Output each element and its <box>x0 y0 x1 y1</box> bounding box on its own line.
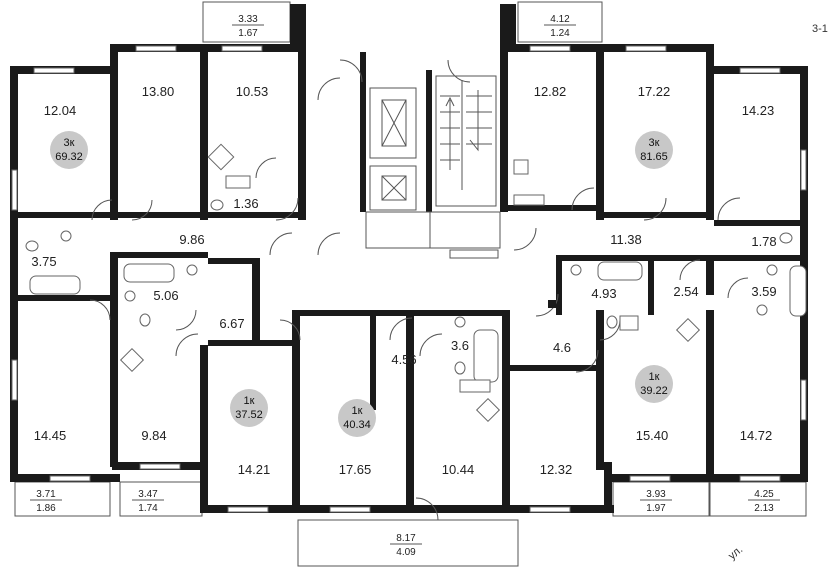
svg-text:3к: 3к <box>64 137 75 149</box>
svg-text:69.32: 69.32 <box>55 151 83 163</box>
apartment-badge: 3к 81.65 <box>635 131 673 169</box>
svg-text:4.09: 4.09 <box>396 547 416 558</box>
door-swing-icon <box>89 59 749 521</box>
room-area: 4.6 <box>553 340 571 355</box>
sink-icon <box>60 159 778 393</box>
svg-text:4.12: 4.12 <box>550 14 570 25</box>
toilet-icon <box>25 199 793 375</box>
stair-icon <box>435 75 497 207</box>
room-area: 5.06 <box>153 288 178 303</box>
bathtub-icon <box>29 261 807 383</box>
svg-text:2.13: 2.13 <box>754 503 774 514</box>
apartment-badge: 1к 40.34 <box>338 399 376 437</box>
interior-walls <box>18 52 800 510</box>
room-area: 12.04 <box>44 103 77 118</box>
room-area: 3.6 <box>451 338 469 353</box>
svg-text:39.22: 39.22 <box>640 385 668 397</box>
room-area: 12.32 <box>540 462 573 477</box>
svg-text:1к: 1к <box>649 371 660 383</box>
room-area: 1.78 <box>751 234 776 249</box>
svg-text:3.71: 3.71 <box>36 489 56 500</box>
svg-text:8.17: 8.17 <box>396 533 416 544</box>
room-area: 17.65 <box>339 462 372 477</box>
balcony-labels: 3.33 1.67 4.12 1.24 3.71 1.86 3.47 1.74 … <box>30 14 780 558</box>
edge-note: 3-1 <box>812 23 828 35</box>
svg-text:40.34: 40.34 <box>343 419 371 431</box>
ventilation-icon <box>119 143 701 423</box>
room-area: 17.22 <box>638 84 671 99</box>
svg-text:3.47: 3.47 <box>138 489 158 500</box>
room-area: 15.40 <box>636 428 669 443</box>
room-labels: 12.04 13.80 10.53 1.36 9.86 3.75 5.06 6.… <box>31 84 776 477</box>
room-area: 10.53 <box>236 84 269 99</box>
svg-text:1к: 1к <box>352 405 363 417</box>
window-icon <box>11 45 807 513</box>
room-area: 4.56 <box>391 352 416 367</box>
room-area: 14.21 <box>238 462 271 477</box>
svg-text:1.86: 1.86 <box>36 503 56 514</box>
svg-text:81.65: 81.65 <box>640 151 668 163</box>
apartment-badge: 3к 69.32 <box>50 131 88 169</box>
svg-text:3.33: 3.33 <box>238 14 258 25</box>
room-area: 10.44 <box>442 462 475 477</box>
room-area: 3.59 <box>751 284 776 299</box>
room-area: 11.38 <box>610 232 642 247</box>
room-area: 14.45 <box>34 428 67 443</box>
svg-text:4.25: 4.25 <box>754 489 774 500</box>
svg-text:1.67: 1.67 <box>238 28 258 39</box>
room-area: 9.86 <box>179 232 204 247</box>
svg-text:3к: 3к <box>649 137 660 149</box>
edge-note: ул. <box>726 544 745 563</box>
building-core <box>365 75 501 259</box>
svg-text:1.74: 1.74 <box>138 503 158 514</box>
svg-text:37.52: 37.52 <box>235 409 263 421</box>
room-area: 3.75 <box>31 254 56 269</box>
room-area: 4.93 <box>591 286 616 301</box>
apartment-badges: 3к 69.32 3к 81.65 1к 37.52 1к 40.34 1к 3… <box>50 131 673 437</box>
room-area: 14.72 <box>740 428 773 443</box>
svg-text:3.93: 3.93 <box>646 489 666 500</box>
room-area: 14.23 <box>742 103 775 118</box>
room-area: 9.84 <box>141 428 166 443</box>
svg-text:1.97: 1.97 <box>646 503 666 514</box>
apartment-badge: 1к 37.52 <box>230 389 268 427</box>
room-area: 13.80 <box>142 84 175 99</box>
apartment-badge: 1к 39.22 <box>635 365 673 403</box>
room-area: 1.36 <box>233 196 258 211</box>
room-area: 12.82 <box>534 84 567 99</box>
svg-text:1.24: 1.24 <box>550 28 570 39</box>
room-area: 6.67 <box>219 316 244 331</box>
svg-text:1к: 1к <box>244 395 255 407</box>
room-area: 2.54 <box>673 284 698 299</box>
